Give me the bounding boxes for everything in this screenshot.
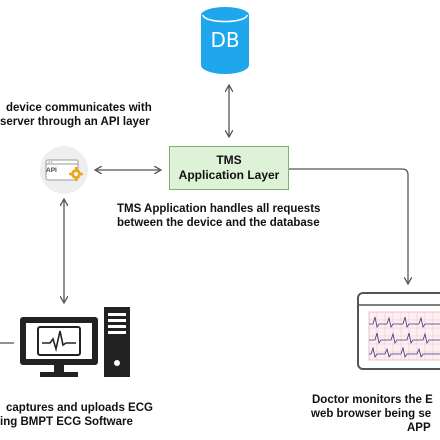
tms-subtitle: Application Layer (178, 168, 280, 182)
tms-title: TMS (216, 153, 242, 167)
doctor-caption-line2: web browser being se (311, 408, 432, 420)
ecg-computer-icon (20, 307, 130, 377)
database-icon (201, 7, 249, 74)
doctor-caption-line3: APP (407, 422, 431, 434)
captures-caption-line2: ing BMPT ECG Software (0, 416, 133, 428)
doctor-caption-line1: Doctor monitors the E (312, 394, 433, 406)
captures-caption-line1: captures and uploads ECG (6, 402, 153, 414)
tms-browser-arrow (289, 168, 408, 283)
tms-handles-caption-line2: between the device and the database (117, 217, 320, 229)
device-comm-caption-line1: device communicates with (6, 102, 152, 114)
db-label: DB (210, 28, 240, 52)
ecg-browser-window-icon (357, 292, 440, 370)
device-comm-caption-line2: server through an API layer (0, 116, 150, 128)
api-label: API (46, 167, 57, 174)
api-gear-icon (40, 146, 88, 194)
tms-application-layer-box: TMS Application Layer (169, 146, 289, 190)
tms-handles-caption-line1: TMS Application handles all requests (117, 203, 321, 215)
